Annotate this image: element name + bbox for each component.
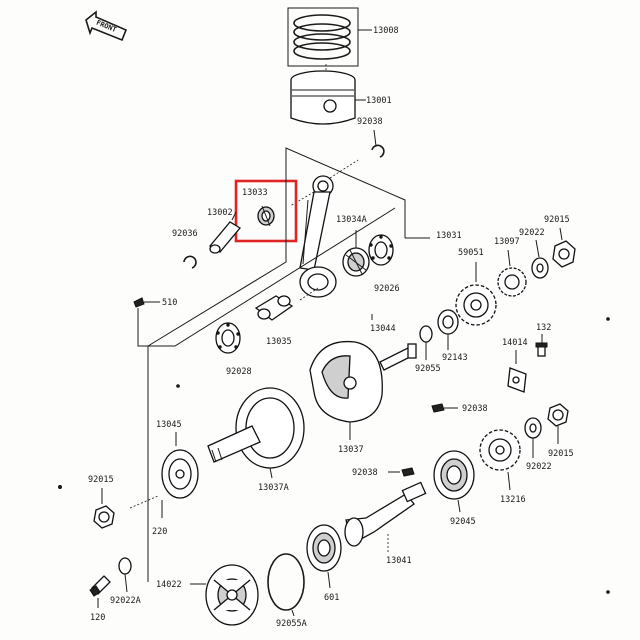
label-510: 510 xyxy=(162,298,177,308)
label-92038-mid: 92038 xyxy=(462,404,488,414)
label-92022-top: 92022 xyxy=(519,228,545,238)
bearing-601 xyxy=(306,524,342,572)
bracket-crank-mid xyxy=(148,207,396,347)
oil-seal-92143 xyxy=(419,309,459,343)
label-92026: 92026 xyxy=(374,284,400,294)
label-220: 220 xyxy=(152,527,167,537)
label-13008: 13008 xyxy=(373,26,399,36)
label-601: 601 xyxy=(324,593,339,603)
label-92055a: 92055A xyxy=(276,619,307,629)
washer-92022-lower xyxy=(524,417,542,439)
label-13097: 13097 xyxy=(494,237,520,247)
label-92045: 92045 xyxy=(450,517,476,527)
crankpin-13035 xyxy=(254,287,319,321)
highlight-box xyxy=(234,179,298,243)
label-92022A: 92022A xyxy=(110,596,141,606)
label-13033: 13033 xyxy=(242,188,268,198)
dot-mark xyxy=(58,485,62,489)
gear-59051 xyxy=(455,284,497,326)
rotor-13045 xyxy=(161,449,199,499)
circlip-left xyxy=(183,255,197,269)
connecting-rod xyxy=(289,159,359,298)
label-14014: 14014 xyxy=(502,338,528,348)
key-92038-mid xyxy=(431,403,445,413)
front-arrow-icon: FRONT xyxy=(85,10,128,42)
crank-half-left xyxy=(207,387,305,479)
label-13035: 13035 xyxy=(266,337,292,347)
sprocket-13097 xyxy=(497,267,527,297)
label-13216: 13216 xyxy=(500,495,526,505)
piston-rings xyxy=(287,7,372,67)
bolt-132 xyxy=(535,342,548,357)
bracket-conrod xyxy=(285,147,406,238)
label-13045: 13045 xyxy=(156,420,182,430)
label-92015-top: 92015 xyxy=(544,215,570,225)
nut-92015-left xyxy=(93,505,115,529)
sprocket-13216 xyxy=(479,429,521,471)
label-13031: 13031 xyxy=(436,231,462,241)
bracket-crank-left xyxy=(137,308,149,582)
cover-14022 xyxy=(205,564,259,626)
needle-bearing-13033[interactable]: 13033 xyxy=(234,179,298,243)
label-120: 120 xyxy=(90,613,105,623)
thrust-washer-92026 xyxy=(368,234,394,266)
label-92015-lower: 92015 xyxy=(548,449,574,459)
dot-mark-4 xyxy=(606,590,610,594)
label-13037a: 13037A xyxy=(258,483,289,493)
label-92038-top: 92038 xyxy=(357,117,383,127)
label-92022-lower: 92022 xyxy=(526,462,552,472)
label-13037: 13037 xyxy=(338,445,364,455)
label-59051: 59051 xyxy=(458,248,484,258)
dot-mark-2 xyxy=(176,384,180,388)
label-92015-left: 92015 xyxy=(88,475,114,485)
key-510-icon xyxy=(133,297,145,308)
washer-92022a xyxy=(118,557,132,575)
nut-92015-top xyxy=(552,240,576,268)
label-13034a: 13034A xyxy=(336,215,367,225)
bolt-120 xyxy=(89,575,111,597)
thrust-washer-92028 xyxy=(215,322,241,354)
front-label: FRONT xyxy=(95,19,118,34)
bracket-crank-upper xyxy=(147,152,287,347)
washer-92022-top xyxy=(531,257,549,279)
label-132: 132 xyxy=(536,323,551,333)
label-13002: 13002 xyxy=(207,208,233,218)
label-14022: 14022 xyxy=(156,580,182,590)
piston-pin xyxy=(209,211,241,254)
o-ring-92055a xyxy=(267,553,305,611)
nut-92015-lower xyxy=(547,403,569,427)
piston xyxy=(290,64,366,125)
key-92038-lower xyxy=(401,467,415,477)
label-92036: 92036 xyxy=(172,229,198,239)
label-92143: 92143 xyxy=(442,353,468,363)
label-13041: 13041 xyxy=(386,556,412,566)
label-92038-lower: 92038 xyxy=(352,468,378,478)
bearing-92045 xyxy=(433,450,475,500)
needle-bearing-13034a xyxy=(342,230,370,277)
dot-mark-3 xyxy=(606,317,610,321)
label-92055: 92055 xyxy=(415,364,441,374)
crank-half-right xyxy=(309,340,417,440)
balancer-shaft-13041 xyxy=(344,481,427,552)
label-13044: 13044 xyxy=(370,324,396,334)
label-13001: 13001 xyxy=(366,96,392,106)
label-92028: 92028 xyxy=(226,367,252,377)
circlip-top xyxy=(371,144,385,158)
